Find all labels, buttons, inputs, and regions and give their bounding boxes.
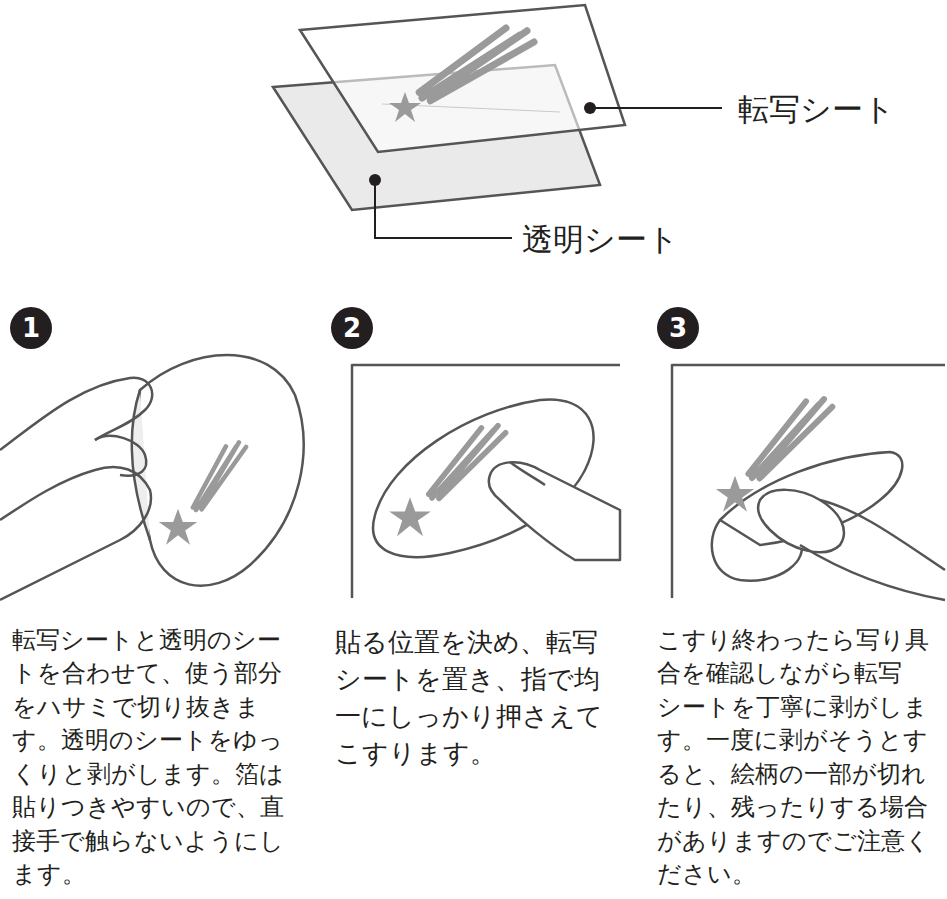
callout-number: 2 xyxy=(343,313,361,343)
step-badge: 2 xyxy=(331,307,373,349)
part-label: 転写シート xyxy=(738,89,938,129)
instruction-text: こすり終わったら写り具合を確認しながら転写シートを丁寧に剥がします。一度に剥がそ… xyxy=(657,624,944,892)
instruction-text: 転写シートと透明のシートを合わせて、使う部分をハサミで切り抜きます。透明のシート… xyxy=(12,624,302,892)
callout-number: 1 xyxy=(22,313,40,343)
step-badge: 3 xyxy=(657,307,699,349)
part-label: 透明シート xyxy=(522,219,722,259)
step-badge: 1 xyxy=(10,307,52,349)
instruction-text: 貼る位置を決め、転写シートを置き、指で均一にしっかり押さえてこすります。 xyxy=(335,624,625,772)
callout-number: 3 xyxy=(669,313,687,343)
